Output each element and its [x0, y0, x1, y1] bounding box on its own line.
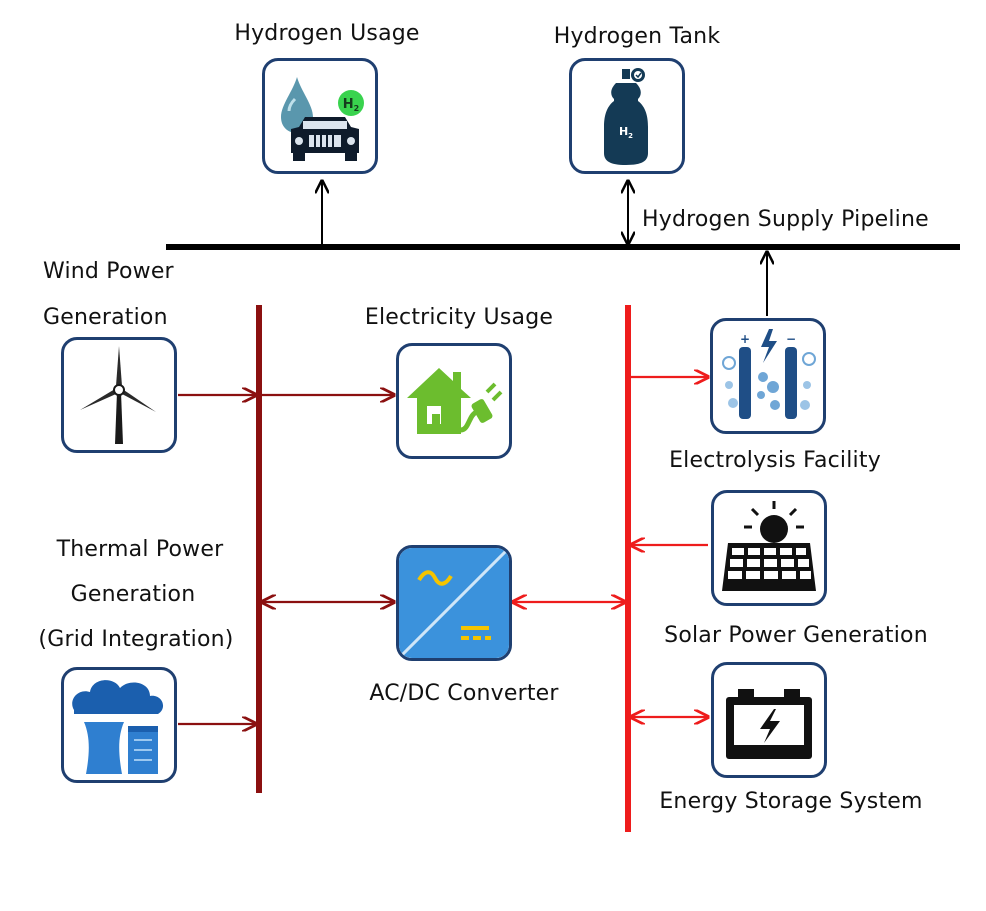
electrolysis-icon: + −: [722, 329, 816, 419]
energy-storage-system-label: Energy Storage System: [659, 789, 923, 814]
ac-dc-converter-label: AC/DC Converter: [369, 681, 559, 706]
hydrogen-car-icon: H2: [281, 77, 364, 161]
hydrogen-tank-node: H2: [569, 58, 685, 174]
wind-power-label-line2: Generation: [43, 305, 168, 330]
hydrogen-cylinder-icon: H2: [604, 68, 648, 165]
electrolysis-facility-label: Electrolysis Facility: [669, 448, 881, 473]
thermal-power-label-line3: (Grid Integration): [38, 627, 234, 652]
thermal-power-node: [61, 667, 177, 783]
energy-storage-node: [711, 662, 827, 778]
hydrogen-supply-pipeline-label: Hydrogen Supply Pipeline: [642, 207, 929, 232]
wind-power-label-line1: Wind Power: [43, 259, 174, 284]
electrolysis-facility-node: + −: [710, 318, 826, 434]
green-house-plug-icon: [407, 368, 503, 434]
battery-icon: [726, 689, 812, 759]
hydrogen-usage-node: H2: [262, 58, 378, 174]
solar-panel-icon: [722, 501, 816, 591]
svg-text:−: −: [786, 332, 796, 346]
converter-icon: [399, 548, 509, 658]
thermal-power-label-line2: Generation: [70, 582, 196, 607]
electricity-usage-node: [396, 343, 512, 459]
ac-dc-converter-node: [396, 545, 512, 661]
electricity-usage-label: Electricity Usage: [364, 305, 554, 330]
wind-power-node: [61, 337, 177, 453]
svg-text:H2: H2: [619, 125, 633, 140]
power-plant-icon: [72, 680, 164, 774]
solar-power-node: [711, 490, 827, 606]
wind-turbine-icon: [80, 346, 156, 444]
hydrogen-tank-label: Hydrogen Tank: [553, 24, 721, 49]
hydrogen-usage-label: Hydrogen Usage: [234, 21, 420, 46]
svg-text:H2: H2: [343, 97, 359, 113]
svg-text:+: +: [740, 332, 750, 346]
solar-power-generation-label: Solar Power Generation: [664, 623, 928, 648]
thermal-power-label-line1: Thermal Power: [56, 537, 224, 562]
